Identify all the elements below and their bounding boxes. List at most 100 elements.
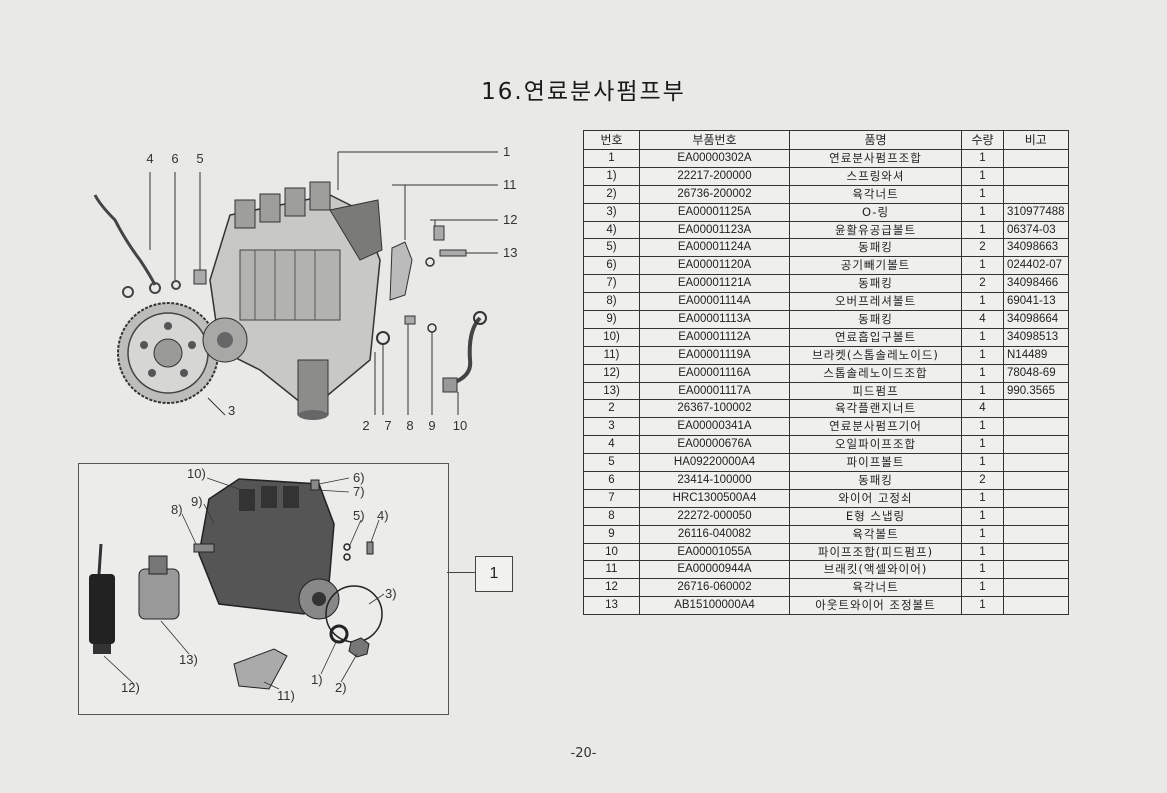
cell-quantity: 1	[961, 202, 1004, 222]
feed-pump-illustration	[138, 568, 180, 620]
cell-part-name: 파이프조합(피드펌프)	[789, 542, 962, 562]
cell-number: 7	[583, 488, 640, 508]
cell-remark: 78048-69	[1003, 363, 1069, 383]
cell-quantity: 1	[961, 524, 1004, 544]
cell-quantity: 1	[961, 345, 1004, 365]
cell-quantity: 1	[961, 184, 1004, 204]
cell-part-number: 22272-000050	[639, 506, 790, 526]
cell-part-number: 23414-100000	[639, 471, 790, 490]
cell-part-name: 육각너트	[789, 578, 962, 598]
cell-part-number: EA00001114A	[639, 292, 790, 312]
cell-part-number: 26716-060002	[639, 578, 790, 598]
cell-number: 11)	[583, 345, 640, 365]
callout: 2)	[335, 680, 347, 695]
cell-number: 2	[583, 399, 640, 419]
cell-remark: N14489	[1003, 345, 1069, 365]
cell-quantity: 1	[961, 149, 1004, 168]
cell-quantity: 2	[961, 274, 1004, 294]
cell-remark	[1003, 149, 1069, 168]
cell-part-name: 공기빼기볼트	[789, 256, 962, 276]
callout: 4)	[377, 508, 389, 523]
cell-remark: 34098466	[1003, 274, 1069, 294]
header-quantity: 수량	[961, 130, 1004, 150]
cell-number: 10	[583, 542, 640, 562]
cell-quantity: 4	[961, 310, 1004, 329]
cell-part-name: 아웃트와이어 조정볼트	[789, 596, 962, 616]
cell-remark: 69041-13	[1003, 292, 1069, 312]
cell-quantity: 1	[961, 381, 1004, 401]
bracket-illustration	[389, 241, 413, 301]
callout: 12)	[121, 680, 140, 695]
cell-remark	[1003, 417, 1069, 437]
cell-part-number: EA00000302A	[639, 149, 790, 168]
cell-number: 10)	[583, 327, 640, 347]
cell-part-number: 22217-200000	[639, 166, 790, 186]
page-title: 16.연료분사펌프부	[481, 79, 686, 105]
cell-part-name: 스프링와셔	[789, 166, 962, 186]
cell-part-name: 동패킹	[789, 310, 962, 329]
pump-subassembly-illustration: 10) 9) 8) 6) 7) 5) 4) 3) 13) 12) 11) 1) …	[89, 466, 397, 703]
page-number: -20-	[570, 746, 597, 761]
cell-number: 3	[583, 417, 640, 437]
cell-part-name: 스톱솔레노이드조합	[789, 363, 962, 383]
cell-remark: 06374-03	[1003, 220, 1069, 240]
cell-number: 9)	[583, 310, 640, 329]
cell-quantity: 1	[961, 166, 1004, 186]
cell-part-number: HA09220000A4	[639, 453, 790, 473]
pump-gear-illustration	[117, 302, 219, 404]
cell-part-number: EA00001120A	[639, 256, 790, 276]
cell-remark	[1003, 506, 1069, 526]
cell-number: 3)	[583, 202, 640, 222]
cell-part-number: AB15100000A4	[639, 596, 790, 616]
cell-remark	[1003, 399, 1069, 419]
cell-part-name: 연료흡입구볼트	[789, 327, 962, 347]
cell-part-number: 26367-100002	[639, 399, 790, 419]
cell-number: 6)	[583, 256, 640, 276]
cell-part-number: EA00001125A	[639, 202, 790, 222]
cell-part-name: 연료분사펌프기어	[789, 417, 962, 437]
cell-part-name: 윤활유공급볼트	[789, 220, 962, 240]
cell-part-name: 오버프레셔볼트	[789, 292, 962, 312]
cell-part-name: 육각볼트	[789, 524, 962, 544]
callout-top: 6	[171, 151, 178, 166]
cell-part-number: EA00001117A	[639, 381, 790, 401]
cell-part-number: 26736-200002	[639, 184, 790, 204]
callout: 1)	[311, 672, 323, 687]
callout-bottom: 9	[428, 418, 435, 433]
cell-number: 4)	[583, 220, 640, 240]
cell-number: 9	[583, 524, 640, 544]
oil-pipe-illustration	[93, 194, 157, 286]
cell-part-number: EA00001055A	[639, 542, 790, 562]
callout-bottom: 8	[406, 418, 413, 433]
cell-part-name: 육각플랜지너트	[789, 399, 962, 419]
callout: 5)	[353, 508, 365, 523]
cell-part-name: 육각너트	[789, 184, 962, 204]
cell-part-number: EA00001113A	[639, 310, 790, 329]
cell-part-name: 피드펌프	[789, 381, 962, 401]
cell-remark	[1003, 560, 1069, 580]
cell-remark: 310977488	[1003, 202, 1069, 222]
callout-bottom: 7	[384, 418, 391, 433]
callout-right: 1	[503, 144, 510, 159]
cell-remark	[1003, 542, 1069, 562]
cell-quantity: 1	[961, 506, 1004, 526]
cell-part-number: 26116-040082	[639, 524, 790, 544]
cell-number: 13)	[583, 381, 640, 401]
cell-number: 2)	[583, 184, 640, 204]
cell-part-name: E형 스냅링	[789, 506, 962, 526]
